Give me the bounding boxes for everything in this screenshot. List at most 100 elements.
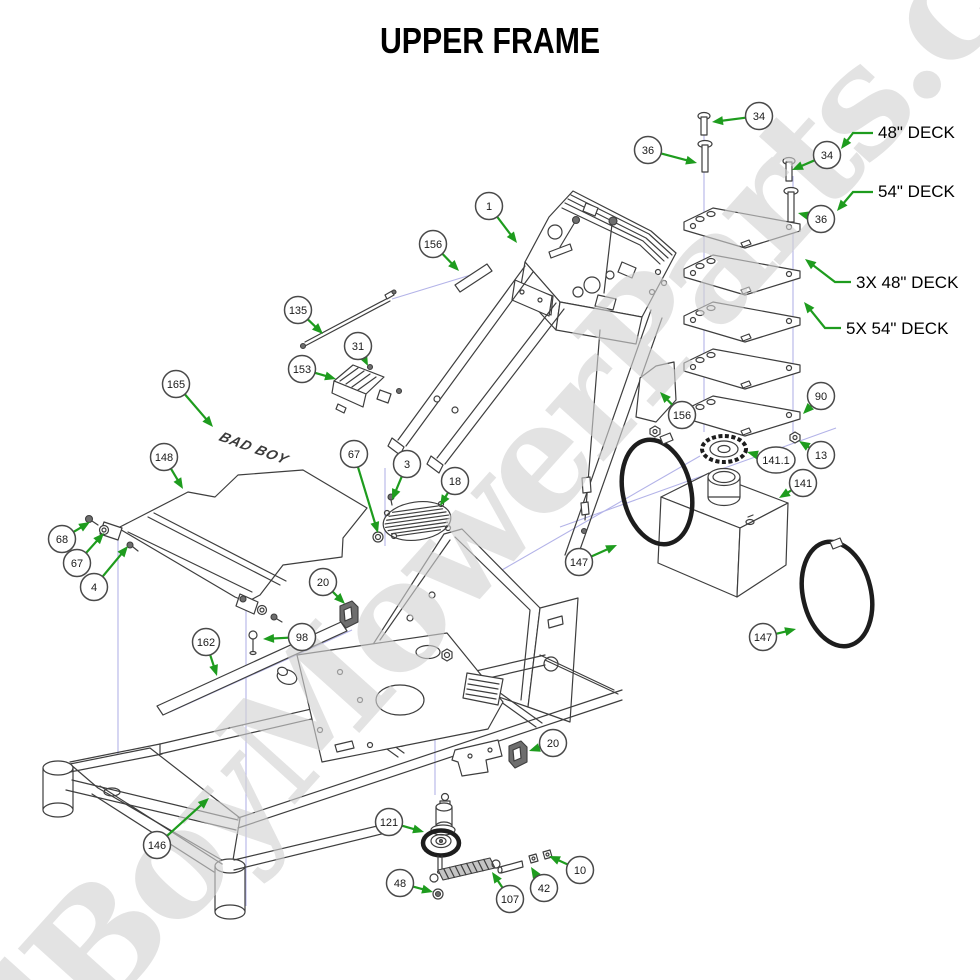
callout-number: 147 xyxy=(570,557,588,569)
decal-156-lower xyxy=(635,361,677,423)
callout-90: 90 xyxy=(803,381,836,414)
callout-number: 153 xyxy=(293,364,311,376)
callout-121: 121 xyxy=(374,807,424,837)
foot-pad xyxy=(372,493,452,543)
callout-number: 20 xyxy=(317,577,329,589)
callout-68: 68 xyxy=(47,522,90,554)
callout-67-left: 67 xyxy=(62,533,104,578)
callout-147-left: 147 xyxy=(564,545,617,577)
callout-147-right: 147 xyxy=(748,622,796,652)
callout-36-right: 36 xyxy=(798,204,836,234)
deck-bolts xyxy=(697,111,799,223)
callout-146: 146 xyxy=(142,798,209,860)
callout-number: 162 xyxy=(197,637,215,649)
callout-number: 34 xyxy=(821,150,833,162)
callout-20-lower: 20 xyxy=(529,728,568,758)
callout-number: 1 xyxy=(486,201,492,213)
callout-number: 31 xyxy=(352,341,364,353)
lower-frame xyxy=(42,654,623,920)
callout-number: 18 xyxy=(449,476,461,488)
page-title: UPPER FRAME xyxy=(379,20,601,61)
rubber-block-20-upper xyxy=(339,600,359,629)
decal-156-upper xyxy=(454,263,493,293)
callout-number: 13 xyxy=(815,450,827,462)
callout-number: 135 xyxy=(289,305,307,317)
deck-label-text: 54" DECK xyxy=(878,182,956,201)
callout-4: 4 xyxy=(79,546,128,602)
callout-1: 1 xyxy=(474,191,517,243)
callout-number: 67 xyxy=(71,558,83,570)
pad-washer-67 xyxy=(372,531,384,543)
callout-number: 141.1 xyxy=(762,455,790,467)
tank-strap-right xyxy=(799,537,875,649)
callout-135: 135 xyxy=(283,295,323,334)
spring-bolt-48 xyxy=(432,888,444,900)
callout-153: 153 xyxy=(287,354,336,384)
callout-number: 10 xyxy=(574,865,586,877)
callout-141: 141 xyxy=(779,468,818,498)
fuel-cap xyxy=(700,434,748,464)
callout-number: 165 xyxy=(167,379,185,391)
seat-deck-plate xyxy=(296,632,504,763)
callout-98: 98 xyxy=(263,622,317,652)
flange-nut xyxy=(649,425,661,438)
callout-number: 141 xyxy=(794,478,812,490)
deck-label-0: 48" DECK xyxy=(841,123,956,149)
callout-number: 148 xyxy=(155,452,173,464)
callout-number: 68 xyxy=(56,534,68,546)
callout-156-upper: 156 xyxy=(418,229,459,271)
rubber-block-20-lower xyxy=(508,740,528,769)
callout-number: 42 xyxy=(538,883,550,895)
callout-36-top: 36 xyxy=(633,135,697,165)
callout-67-mid: 67 xyxy=(339,439,380,533)
idler-pulley xyxy=(420,792,462,875)
callout-3: 3 xyxy=(392,449,422,500)
callout-156-lower: 156 xyxy=(660,392,697,430)
callout-162: 162 xyxy=(191,627,221,676)
callout-number: 3 xyxy=(404,459,410,471)
callout-165: 165 xyxy=(161,369,213,427)
deck-label-1: 54" DECK xyxy=(837,182,956,211)
callout-48: 48 xyxy=(385,868,433,898)
callout-number: 36 xyxy=(815,214,827,226)
cable-135 xyxy=(299,289,397,350)
bump-stop xyxy=(276,666,298,685)
callout-148: 148 xyxy=(149,442,183,489)
callout-18: 18 xyxy=(440,466,470,506)
callout-number: 147 xyxy=(754,632,772,644)
tank-strap-left xyxy=(619,432,695,547)
callout-10: 10 xyxy=(549,855,595,885)
callout-number: 36 xyxy=(642,145,654,157)
callout-20-upper: 20 xyxy=(308,567,345,604)
callout-13: 13 xyxy=(799,440,836,470)
deck-label-text: 5X 54" DECK xyxy=(846,319,949,338)
callout-141-1: 141.1 xyxy=(747,446,796,474)
deck-label-text: 48" DECK xyxy=(878,123,956,142)
callout-number: 4 xyxy=(91,582,97,594)
idler-spring xyxy=(429,857,501,883)
callout-31: 31 xyxy=(343,331,373,366)
flange-nut-13 xyxy=(789,431,801,444)
pan-washer-67 xyxy=(98,524,110,536)
callout-number: 107 xyxy=(501,894,519,906)
deck-label-3: 5X 54" DECK xyxy=(804,302,949,338)
callout-number: 90 xyxy=(815,391,827,403)
console-assembly xyxy=(511,190,677,345)
pan-screw-4 xyxy=(126,541,139,552)
control-module-153 xyxy=(331,363,403,414)
callout-number: 156 xyxy=(673,410,691,422)
console-legs xyxy=(387,265,663,559)
callout-107: 107 xyxy=(492,872,525,914)
shoulder-bolt-98 xyxy=(248,630,258,656)
deck-label-2: 3X 48" DECK xyxy=(805,259,959,292)
callout-34-right: 34 xyxy=(792,140,842,170)
callout-number: 146 xyxy=(148,840,166,852)
callout-number: 121 xyxy=(380,817,398,829)
callout-number: 156 xyxy=(424,239,442,251)
deck-mount-plates xyxy=(649,207,801,444)
callout-number: 48 xyxy=(394,878,406,890)
callout-34-top: 34 xyxy=(712,101,774,131)
callout-number: 98 xyxy=(296,632,308,644)
